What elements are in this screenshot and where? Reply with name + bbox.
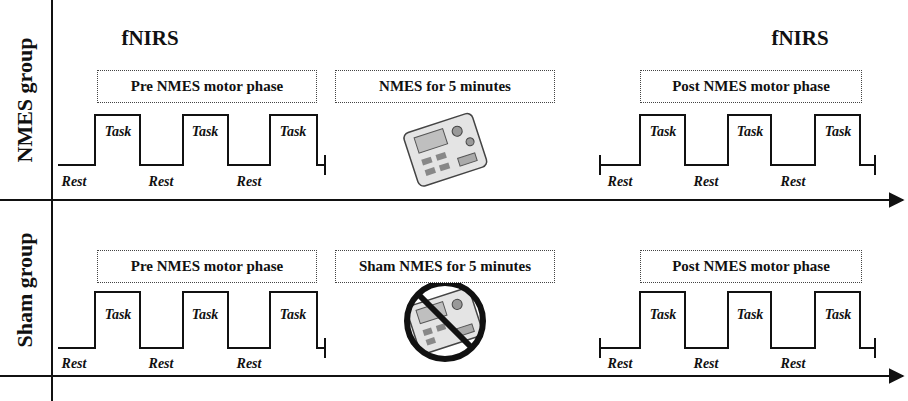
block-label: Rest bbox=[62, 175, 87, 189]
phase-box: Post NMES motor phase bbox=[640, 250, 862, 283]
block-label: Rest bbox=[62, 357, 87, 371]
block-waveform bbox=[58, 115, 325, 175]
phase-box: Sham NMES for 5 minutes bbox=[335, 250, 555, 283]
method-label: fNIRS bbox=[121, 28, 178, 49]
time-arrow bbox=[0, 375, 903, 377]
method-label: fNIRS bbox=[771, 28, 828, 49]
block-label: Task bbox=[280, 308, 307, 322]
sham-device bbox=[406, 283, 484, 359]
phase-label: Post NMES motor phase bbox=[672, 258, 830, 275]
block-label: Rest bbox=[237, 357, 262, 371]
phase-box: Pre NMES motor phase bbox=[97, 250, 317, 283]
block-label: Task bbox=[105, 308, 132, 322]
group-label: Sham group bbox=[14, 232, 36, 347]
block-label: Task bbox=[650, 125, 677, 139]
block-label: Task bbox=[737, 308, 764, 322]
phase-label: NMES for 5 minutes bbox=[379, 78, 511, 95]
phase-label: Pre NMES motor phase bbox=[131, 258, 283, 275]
block-label: Rest bbox=[237, 175, 262, 189]
block-waveform bbox=[600, 292, 875, 358]
phase-label: Sham NMES for 5 minutes bbox=[359, 258, 531, 275]
block-waveform bbox=[600, 115, 875, 175]
block-label: Rest bbox=[781, 357, 806, 371]
block-label: Rest bbox=[608, 357, 633, 371]
block-label: Rest bbox=[781, 175, 806, 189]
phase-box: NMES for 5 minutes bbox=[335, 70, 555, 103]
phase-label: Pre NMES motor phase bbox=[131, 78, 283, 95]
group-label: NMES group bbox=[14, 38, 36, 163]
nmes-device bbox=[402, 112, 488, 188]
block-label: Task bbox=[737, 125, 764, 139]
phase-label: Post NMES motor phase bbox=[672, 78, 830, 95]
block-label: Rest bbox=[149, 175, 174, 189]
block-label: Task bbox=[825, 125, 852, 139]
phase-box: Post NMES motor phase bbox=[640, 70, 862, 103]
phase-box: Pre NMES motor phase bbox=[97, 70, 317, 103]
block-waveform bbox=[58, 292, 325, 358]
block-label: Task bbox=[192, 308, 219, 322]
block-label: Rest bbox=[608, 175, 633, 189]
block-label: Task bbox=[280, 125, 307, 139]
block-label: Task bbox=[825, 308, 852, 322]
block-label: Task bbox=[192, 125, 219, 139]
block-label: Task bbox=[105, 125, 132, 139]
block-label: Rest bbox=[149, 357, 174, 371]
block-label: Task bbox=[650, 308, 677, 322]
block-label: Rest bbox=[694, 175, 719, 189]
block-label: Rest bbox=[694, 357, 719, 371]
time-arrow bbox=[0, 199, 903, 201]
